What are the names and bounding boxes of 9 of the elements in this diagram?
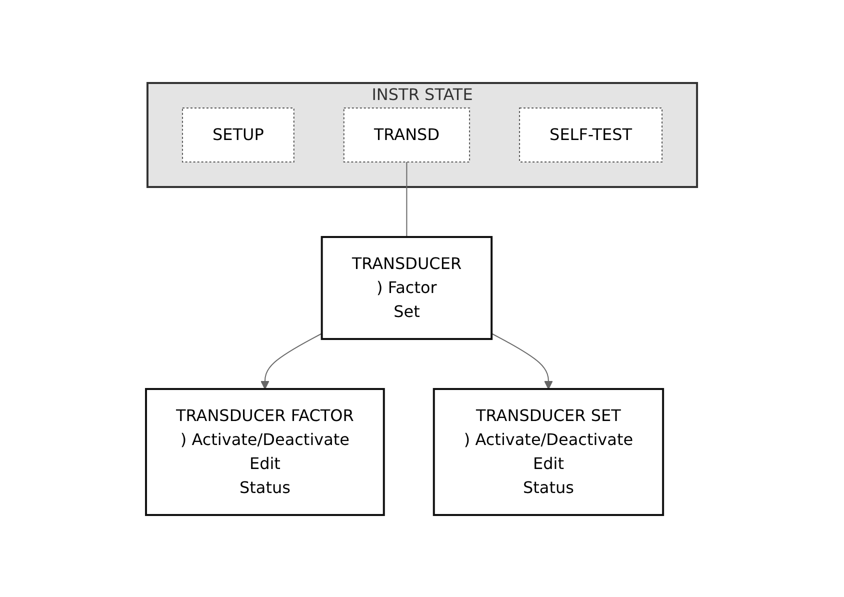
node-box: TRANSDUCER ) Factor Set: [321, 236, 494, 340]
node-box: SETUP: [182, 107, 295, 162]
node-box: TRANSDUCER FACTOR ) Activate/Deactivate Edit Status: [145, 388, 386, 516]
connector: [406, 161, 408, 237]
node-box: TRANSDUCER SET ) Activate/Deactivate Edit Status: [433, 388, 665, 516]
arrow: [492, 332, 554, 389]
node-box: TRANSD: [344, 107, 471, 162]
node-box: SELF-TEST: [520, 107, 664, 162]
arrow: [261, 332, 323, 389]
